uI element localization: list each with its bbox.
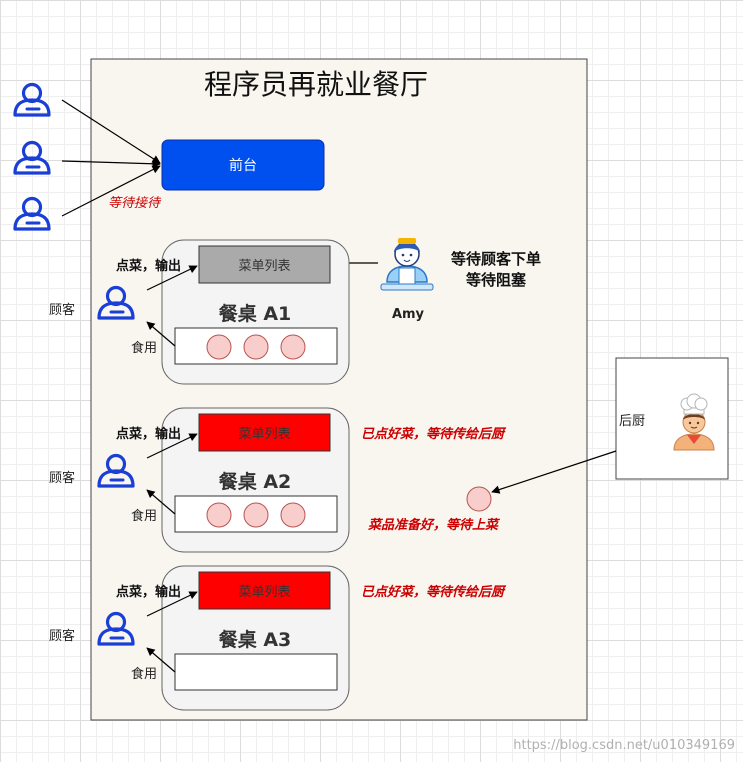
table-name: 餐桌 A3 <box>219 628 292 651</box>
table-status-note: 已点好菜，等待传给后厨 <box>361 584 507 600</box>
dish <box>243 334 269 360</box>
waiter-status-line2: 等待阻塞 <box>466 271 527 289</box>
dish <box>280 502 306 528</box>
queue-customer-icon-2 <box>13 140 51 175</box>
menu-list-label: 菜单列表 <box>238 427 290 442</box>
queue-customer-icon-3 <box>13 196 51 231</box>
customer-label: 顾客 <box>49 302 75 318</box>
dish <box>206 502 232 528</box>
kitchen-box <box>615 357 729 480</box>
order-arrow <box>146 433 198 459</box>
front-desk-waiting-note: 等待接待 <box>108 196 162 211</box>
menu-list-label: 菜单列表 <box>238 585 290 600</box>
queue-arrow-1 <box>61 99 161 164</box>
menu-list <box>198 245 331 284</box>
watermark: https://blog.csdn.net/u010349169 <box>513 738 735 753</box>
front-desk-label: 前台 <box>229 157 257 174</box>
dish <box>280 334 306 360</box>
front-desk <box>161 139 325 191</box>
menu-list <box>198 413 331 452</box>
customer-label: 顾客 <box>49 628 75 644</box>
order-arrow <box>146 265 198 291</box>
served-dish <box>466 486 492 512</box>
kitchen-to-dish-arrow <box>491 450 617 494</box>
customer-label: 顾客 <box>49 470 75 486</box>
menu-list-label: 菜单列表 <box>238 259 290 274</box>
dish <box>243 502 269 528</box>
waiter-icon <box>380 238 434 291</box>
queue-customer-icon-1 <box>13 82 51 117</box>
table-name: 餐桌 A2 <box>219 470 292 493</box>
menu-list <box>198 571 331 610</box>
order-arrow <box>146 591 198 617</box>
order-label: 点菜，输出 <box>116 426 181 442</box>
chef-icon <box>673 393 715 451</box>
dish <box>206 334 232 360</box>
serve-arrow <box>146 489 176 515</box>
serve-arrow <box>146 321 176 347</box>
table-name: 餐桌 A1 <box>219 302 292 325</box>
eat-label: 食用 <box>131 666 157 682</box>
eat-label: 食用 <box>131 340 157 356</box>
page-title: 程序员再就业餐厅 <box>204 68 428 101</box>
queue-arrow-2 <box>61 159 161 168</box>
eat-label: 食用 <box>131 508 157 524</box>
served-note: 菜品准备好，等待上菜 <box>367 517 501 533</box>
order-label: 点菜，输出 <box>116 584 181 600</box>
table-status-note: 已点好菜，等待传给后厨 <box>361 426 507 442</box>
queue-arrow-3 <box>61 165 161 217</box>
serve-arrow <box>146 647 176 673</box>
order-label: 点菜，输出 <box>116 258 181 274</box>
kitchen-label: 后厨 <box>619 414 645 429</box>
waiter-status-line1: 等待顾客下单 <box>451 250 541 268</box>
waiter-name: Amy <box>392 307 425 322</box>
dish-tray <box>174 653 338 691</box>
